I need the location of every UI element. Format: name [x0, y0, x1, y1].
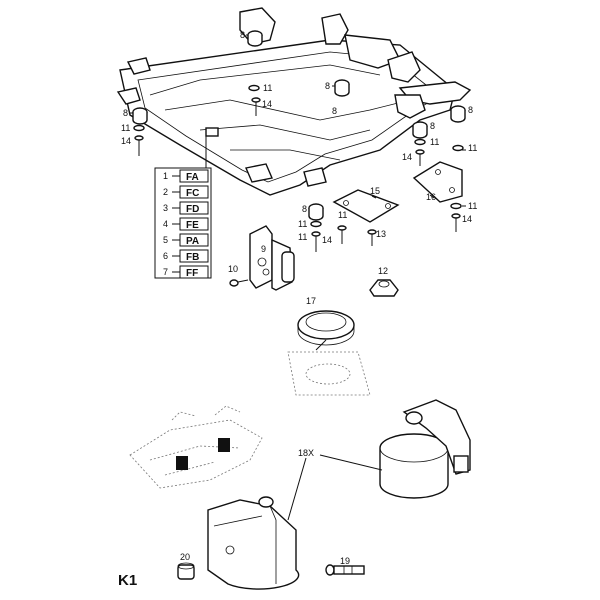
- washer-11-bracket-16: [450, 202, 462, 210]
- callout-label: 11: [298, 232, 307, 242]
- table-row-code: FC: [186, 188, 199, 199]
- callouts: 8 8 8 8 8 8 9 10 11 11 11 11 11 11 12 13…: [121, 30, 477, 566]
- grommet-17: [297, 310, 355, 346]
- callout-label: 13: [376, 229, 386, 239]
- callout-label: 14: [322, 235, 332, 245]
- callout-label: 11: [430, 137, 439, 147]
- table-row-code: FF: [186, 268, 198, 279]
- washer-11-right: [414, 138, 426, 146]
- callout-label: 8: [325, 81, 330, 91]
- bolt-14-mid: [337, 225, 347, 244]
- table-row-code: FD: [186, 204, 199, 215]
- bush-8-top: [247, 30, 263, 47]
- bush-8-center: [334, 79, 350, 97]
- mount-9: [249, 225, 295, 291]
- gasket-ghost: [287, 351, 371, 396]
- bush-8-right: [450, 105, 466, 123]
- callout-label: 17: [306, 296, 316, 306]
- callout-label: 12: [378, 266, 388, 276]
- page-id: K1: [118, 572, 137, 589]
- callout-label: 15: [370, 186, 380, 196]
- bolt-14-right: [415, 149, 425, 166]
- callout-label: 14: [121, 136, 131, 146]
- callout-label: 8: [302, 204, 307, 214]
- bush-8-right-mid: [412, 121, 428, 139]
- bolt-14-lower: [311, 231, 321, 252]
- ghost-subframe: [129, 405, 263, 489]
- leader-lines: [130, 34, 466, 521]
- callout-label: 14: [402, 152, 412, 162]
- washer-11-lower: [310, 220, 322, 228]
- callout-label: 18X: [298, 448, 314, 458]
- callout-label: 8: [430, 121, 435, 131]
- table-row-code: FA: [186, 172, 199, 183]
- washer-11-center: [248, 84, 260, 92]
- callout-label: 9: [261, 244, 266, 254]
- callout-label: 8: [123, 108, 128, 118]
- callout-label: 11: [121, 123, 130, 133]
- bolt-19: [325, 564, 365, 576]
- bush-8-lower: [308, 203, 324, 221]
- bolt-14-bracket-16: [451, 213, 461, 232]
- callout-label: 11: [263, 83, 272, 93]
- callout-label: 20: [180, 552, 190, 562]
- bracket-16: [412, 161, 463, 203]
- callout-label: 11: [338, 210, 347, 220]
- table-row-code: PA: [186, 236, 199, 247]
- mount-18x-lower: [207, 496, 300, 590]
- bolt-13: [367, 229, 377, 246]
- bolt-14-left: [134, 135, 144, 156]
- table-row-num: 4: [163, 219, 168, 229]
- table-row-code: FB: [186, 252, 199, 263]
- callout-label: 8: [468, 105, 473, 115]
- washer-11-left: [133, 124, 145, 132]
- cap-12: [369, 279, 399, 297]
- callout-label: 14: [462, 214, 472, 224]
- variant-table: 1 FA 2 FC 3 FD 4 FE 5 PA 6 FB 7 FF: [154, 136, 212, 279]
- table-row-num: 5: [163, 235, 168, 245]
- callout-label: 10: [228, 264, 238, 274]
- table-row-num: 1: [163, 171, 168, 181]
- table-row-code: FE: [186, 220, 199, 231]
- bolt-10: [229, 279, 249, 287]
- callout-label: 11: [468, 143, 477, 153]
- callout-label: 11: [468, 201, 477, 211]
- stud-20: [177, 562, 195, 580]
- callout-label: 14: [262, 99, 272, 109]
- callout-label: 19: [340, 556, 350, 566]
- callout-label: 8: [332, 106, 337, 116]
- table-row-num: 2: [163, 187, 168, 197]
- washer-11-far-right: [452, 144, 464, 152]
- front-subframe: [116, 7, 472, 196]
- table-row-num: 6: [163, 251, 168, 261]
- callout-label: 16: [426, 192, 436, 202]
- bolt-14-center: [251, 97, 261, 116]
- mount-18x-upper: [379, 399, 471, 499]
- bush-8-left: [132, 107, 148, 125]
- bracket-15: [332, 189, 400, 223]
- callout-label: 11: [298, 219, 307, 229]
- table-row-num: 7: [163, 267, 168, 277]
- callout-label: 8: [240, 30, 245, 40]
- table-row-num: 3: [163, 203, 168, 213]
